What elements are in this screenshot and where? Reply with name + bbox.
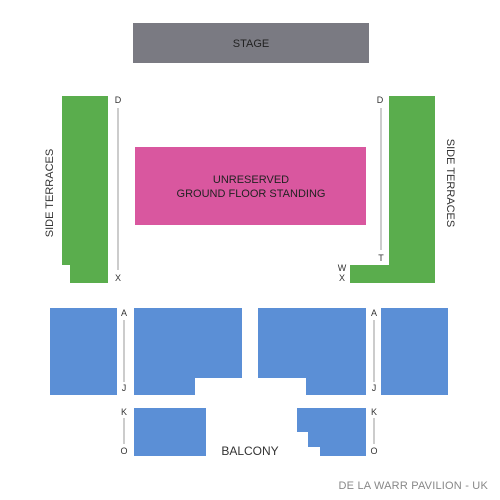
row-label-balcony-right-j: J bbox=[372, 383, 377, 393]
balcony-lower-right-section[interactable] bbox=[297, 408, 366, 456]
row-label-balcony-left-j: J bbox=[122, 383, 127, 393]
balcony-left-outer-shape bbox=[50, 308, 117, 395]
balcony-right-center-section[interactable] bbox=[258, 308, 366, 395]
row-label-balcony-left-a: A bbox=[121, 308, 127, 318]
row-label-terrace-left-d: D bbox=[115, 95, 122, 105]
balcony-label: BALCONY bbox=[221, 444, 278, 458]
side-terraces-left-section[interactable] bbox=[62, 96, 108, 283]
row-label-terrace-right-x: X bbox=[339, 273, 345, 283]
balcony-right-outer-shape bbox=[381, 308, 448, 395]
balcony-right-outer-section[interactable] bbox=[381, 308, 448, 395]
balcony-lower-left-shape bbox=[134, 408, 206, 456]
side-terraces-left-shape bbox=[62, 96, 108, 283]
row-label-terrace-right-t: T bbox=[378, 253, 384, 263]
balcony-left-outer-section[interactable] bbox=[50, 308, 117, 395]
row-label-balcony-left-k: K bbox=[121, 407, 127, 417]
venue-name: DE LA WARR PAVILION - UK bbox=[338, 480, 488, 492]
row-label-terrace-left-x: X bbox=[115, 273, 121, 283]
stage-shape bbox=[133, 23, 369, 63]
side-terraces-left-label: SIDE TERRACES bbox=[44, 149, 56, 237]
balcony-lower-left-section[interactable] bbox=[134, 408, 206, 456]
standing-shape bbox=[135, 147, 366, 225]
stage-label: STAGE bbox=[233, 38, 269, 50]
row-label-terrace-right-d: D bbox=[377, 95, 384, 105]
side-terraces-right-label: SIDE TERRACES bbox=[444, 139, 456, 227]
row-label-balcony-left-o: O bbox=[120, 446, 127, 456]
side-terraces-right-shape bbox=[350, 96, 435, 283]
standing-label-line2: GROUND FLOOR STANDING bbox=[177, 188, 326, 200]
row-label-balcony-right-k: K bbox=[371, 407, 377, 417]
row-label-balcony-right-o: O bbox=[370, 446, 377, 456]
row-label-balcony-right-a: A bbox=[371, 308, 377, 318]
row-label-terrace-right-w: W bbox=[338, 263, 347, 273]
side-terraces-right-section[interactable] bbox=[350, 96, 435, 283]
balcony-lower-right-shape bbox=[297, 408, 366, 456]
standing-section[interactable]: UNRESERVED GROUND FLOOR STANDING bbox=[135, 147, 366, 225]
balcony-left-center-section[interactable] bbox=[134, 308, 242, 395]
stage-section[interactable]: STAGE bbox=[133, 23, 369, 63]
standing-label-line1: UNRESERVED bbox=[213, 174, 289, 186]
balcony-left-center-shape bbox=[134, 308, 242, 395]
balcony-right-center-shape bbox=[258, 308, 366, 395]
